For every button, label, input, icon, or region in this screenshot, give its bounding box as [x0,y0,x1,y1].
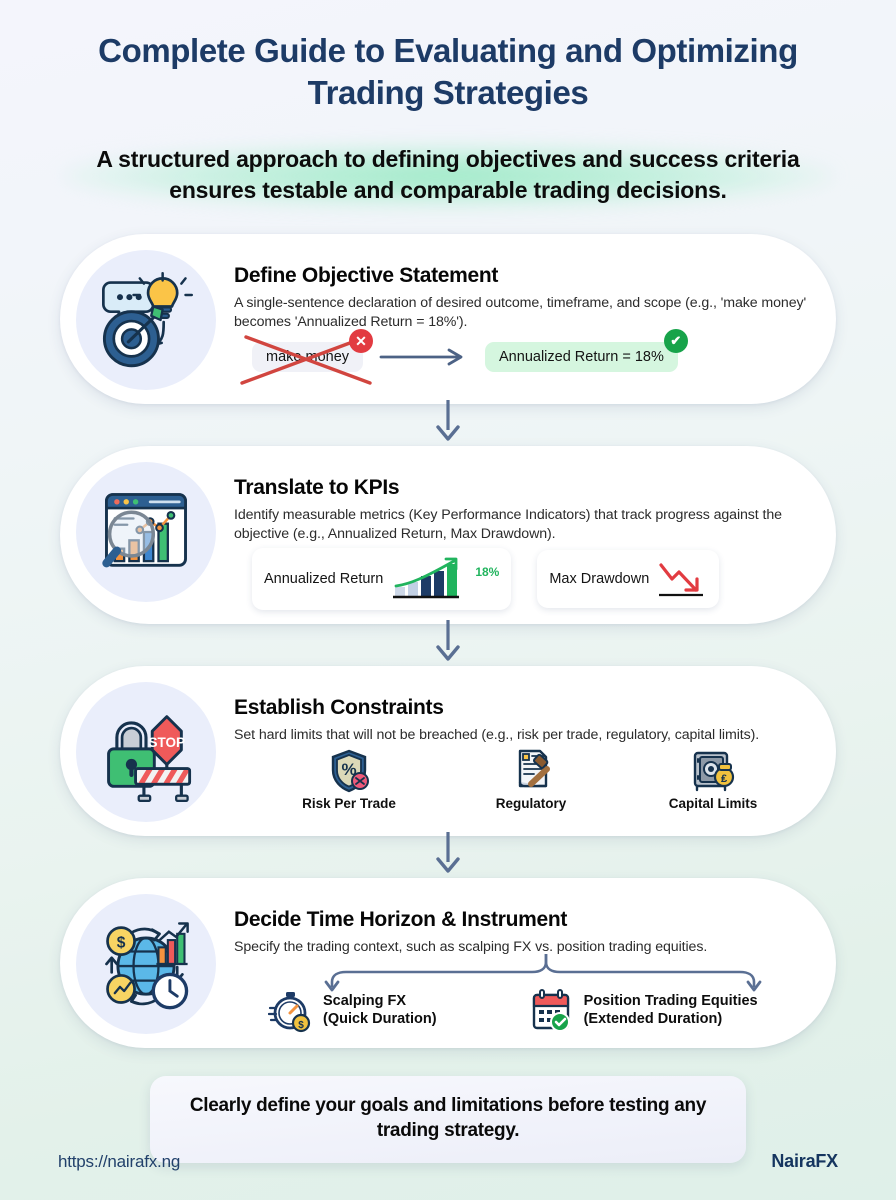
shield-percent-icon: % [331,749,369,793]
constraint-item-capital-limits[interactable]: ₤ Capital Limits [638,748,788,811]
connector-1 [60,399,836,446]
objective-transform-row: make money ✕ Annualized Return = 18% ✔ [234,329,810,386]
kpi-label: Annualized Return [264,571,384,588]
connector-2 [60,620,836,666]
error-badge-icon: ✕ [349,329,374,354]
svg-text:₤: ₤ [721,773,727,785]
svg-text:$: $ [298,1020,304,1031]
svg-text:STOP: STOP [149,735,186,750]
branch-item-scalping-fx[interactable]: $ Scalping FX (Quick Duration) [268,988,437,1034]
kpi-row: Annualized Return 18% Max Drawdown [234,548,810,611]
bad-objective-label: make money [266,349,350,366]
constraint-label: Risk Per Trade [302,795,396,811]
conclusion-text: Clearly define your goals and limitation… [189,1095,707,1142]
down-arrow-icon [436,399,460,441]
good-objective-label: Annualized Return = 18% [499,349,664,366]
page-subtitle: A structured approach to defining object… [96,146,800,204]
branch-connector-wrap [234,953,810,992]
step-card-define-objective-statement[interactable]: Define Objective Statement A single-sent… [60,233,836,404]
branch-items-row: $ Scalping FX (Quick Duration) [234,988,810,1034]
branch-item-position-trading-equities[interactable]: Position Trading Equities (Extended Dura… [529,988,758,1034]
transform-arrow-icon [379,348,463,366]
step-title: Translate to KPIs [234,475,400,499]
success-badge-icon: ✔ [663,329,688,354]
step-title: Define Objective Statement [234,263,499,287]
down-arrow-icon [436,832,460,874]
branch-line-2: (Quick Duration) [323,1010,437,1027]
rising-bar-chart-icon [393,557,460,599]
page-title: Complete Guide to Evaluating and Optimiz… [98,32,798,112]
kpi-value: 18% [475,565,500,580]
dashboard-magnifier-icon [76,461,216,602]
constraint-items-row: % Risk Per Trade Regulato [234,748,810,811]
footer-url[interactable]: https://nairafx.ng [58,1151,181,1171]
kpi-max-drawdown[interactable]: Max Drawdown [537,550,720,609]
step-body: Translate to KPIs Identify measurable me… [216,462,810,611]
good-objective-chip[interactable]: Annualized Return = 18% ✔ [485,329,688,373]
branch-line-2: (Extended Duration) [583,1010,723,1027]
step-card-translate-to-kpis[interactable]: Translate to KPIs Identify measurable me… [60,445,836,625]
globe-coins-clock-icon: $ [76,894,216,1035]
constraint-item-risk-per-trade[interactable]: % Risk Per Trade [274,748,424,811]
step-title: Establish Constraints [234,696,444,720]
step-card-decide-time-horizon-instrument[interactable]: $ Decide Time H [60,878,836,1049]
branch-arrow-icon [324,953,762,992]
svg-text:%: % [341,760,356,779]
step-body: Establish Constraints Set hard limits th… [216,682,810,810]
steps-flow: Define Objective Statement A single-sent… [0,233,896,1163]
step-description: Identify measurable metrics (Key Perform… [234,506,782,543]
header: Complete Guide to Evaluating and Optimiz… [0,0,896,212]
kpi-annualized-return[interactable]: Annualized Return 18% [252,548,512,611]
step-title: Decide Time Horizon & Instrument [234,908,568,932]
constraint-label: Regulatory [495,795,567,811]
connector-3 [60,832,836,878]
bad-objective-chip[interactable]: make money ✕ [240,329,374,386]
kpi-label: Max Drawdown [549,571,650,588]
subtitle-container: A structured approach to defining object… [55,138,841,211]
footer-brand: NairaFX [771,1151,838,1171]
stopwatch-coin-icon: $ [268,991,311,1032]
branch-line-1: Scalping FX [323,992,406,1009]
step-description: Set hard limits that will not be breache… [234,727,760,744]
document-gavel-icon [518,749,550,787]
down-arrow-icon [436,620,460,662]
conclusion-box: Clearly define your goals and limitation… [150,1076,746,1163]
branch-text: Position Trading Equities (Extended Dura… [584,993,758,1029]
safe-coin-icon: ₤ [693,751,735,791]
target-lightbulb-icon [76,249,216,390]
branch-line-1: Position Trading Equities [583,992,758,1009]
step-card-establish-constraints[interactable]: STOP Establish Constraints Set hard limi… [60,666,836,837]
svg-text:$: $ [117,935,126,952]
footer: https://nairafx.ng NairaFX [0,1151,896,1172]
step-description: A single-sentence declaration of desired… [234,294,807,331]
step-body: Decide Time Horizon & Instrument Specify… [216,894,810,1033]
step-body: Define Objective Statement A single-sent… [216,250,810,386]
step-description: Specify the trading context, such as sca… [234,939,708,956]
falling-arrow-icon [659,563,704,597]
padlock-stop-barrier-icon: STOP [76,682,216,823]
branch-text: Scalping FX (Quick Duration) [323,993,437,1029]
constraint-label: Capital Limits [668,795,758,811]
constraint-item-regulatory[interactable]: Regulatory [456,748,606,811]
calendar-check-icon [532,988,570,1032]
